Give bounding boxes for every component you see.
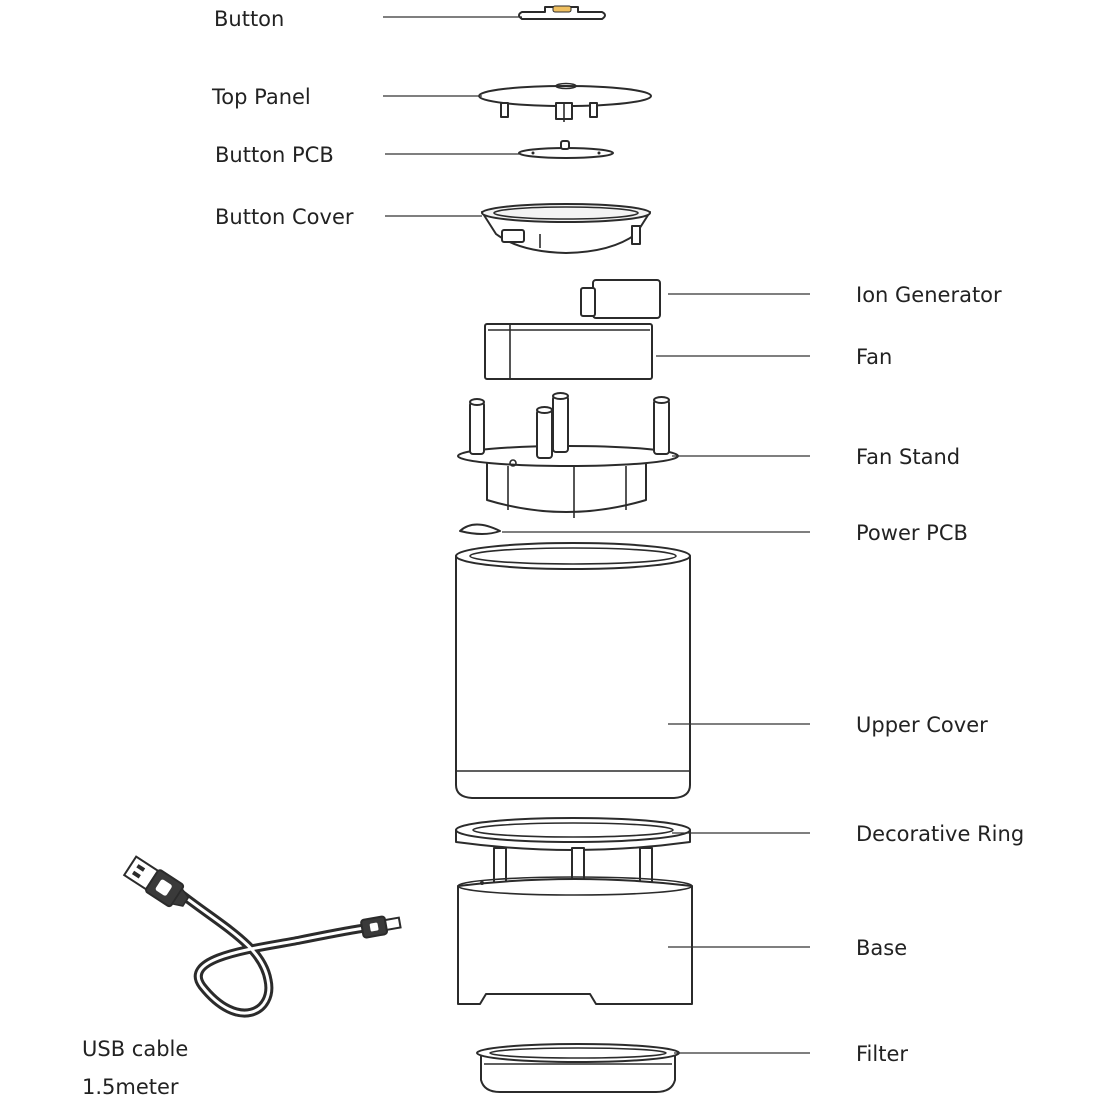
label-ion-generator: Ion Generator bbox=[856, 283, 1002, 307]
label-usb-cable: USB cable bbox=[82, 1037, 188, 1061]
label-button-pcb: Button PCB bbox=[215, 143, 334, 167]
usb-cable-part bbox=[122, 855, 402, 1018]
label-base: Base bbox=[856, 936, 907, 960]
label-top-panel: Top Panel bbox=[211, 85, 311, 109]
usb-a-plug-icon bbox=[122, 855, 190, 908]
label-usb-cable-length: 1.5meter bbox=[82, 1075, 179, 1099]
button-accent-shape bbox=[552, 5, 572, 13]
upper-cover-part bbox=[455, 542, 691, 799]
button-pcb-part bbox=[518, 140, 614, 159]
label-button: Button bbox=[214, 7, 284, 31]
label-filter: Filter bbox=[856, 1042, 908, 1066]
button-part bbox=[518, 5, 606, 20]
label-fan-stand: Fan Stand bbox=[856, 445, 960, 469]
label-fan: Fan bbox=[856, 345, 892, 369]
button-cover-part bbox=[481, 203, 651, 254]
top-panel-part bbox=[478, 82, 652, 122]
label-button-cover: Button Cover bbox=[215, 205, 354, 229]
fan-stand-part bbox=[457, 392, 679, 518]
micro-usb-plug-icon bbox=[360, 915, 402, 939]
base-part bbox=[457, 847, 693, 1005]
fan-part bbox=[484, 323, 653, 380]
label-upper-cover: Upper Cover bbox=[856, 713, 988, 737]
label-power-pcb: Power PCB bbox=[856, 521, 968, 545]
decorative-ring-part bbox=[455, 817, 691, 851]
power-pcb-part bbox=[459, 523, 501, 535]
label-decorative-ring: Decorative Ring bbox=[856, 822, 1024, 846]
filter-part bbox=[476, 1043, 680, 1093]
ion-generator-part bbox=[580, 279, 661, 319]
